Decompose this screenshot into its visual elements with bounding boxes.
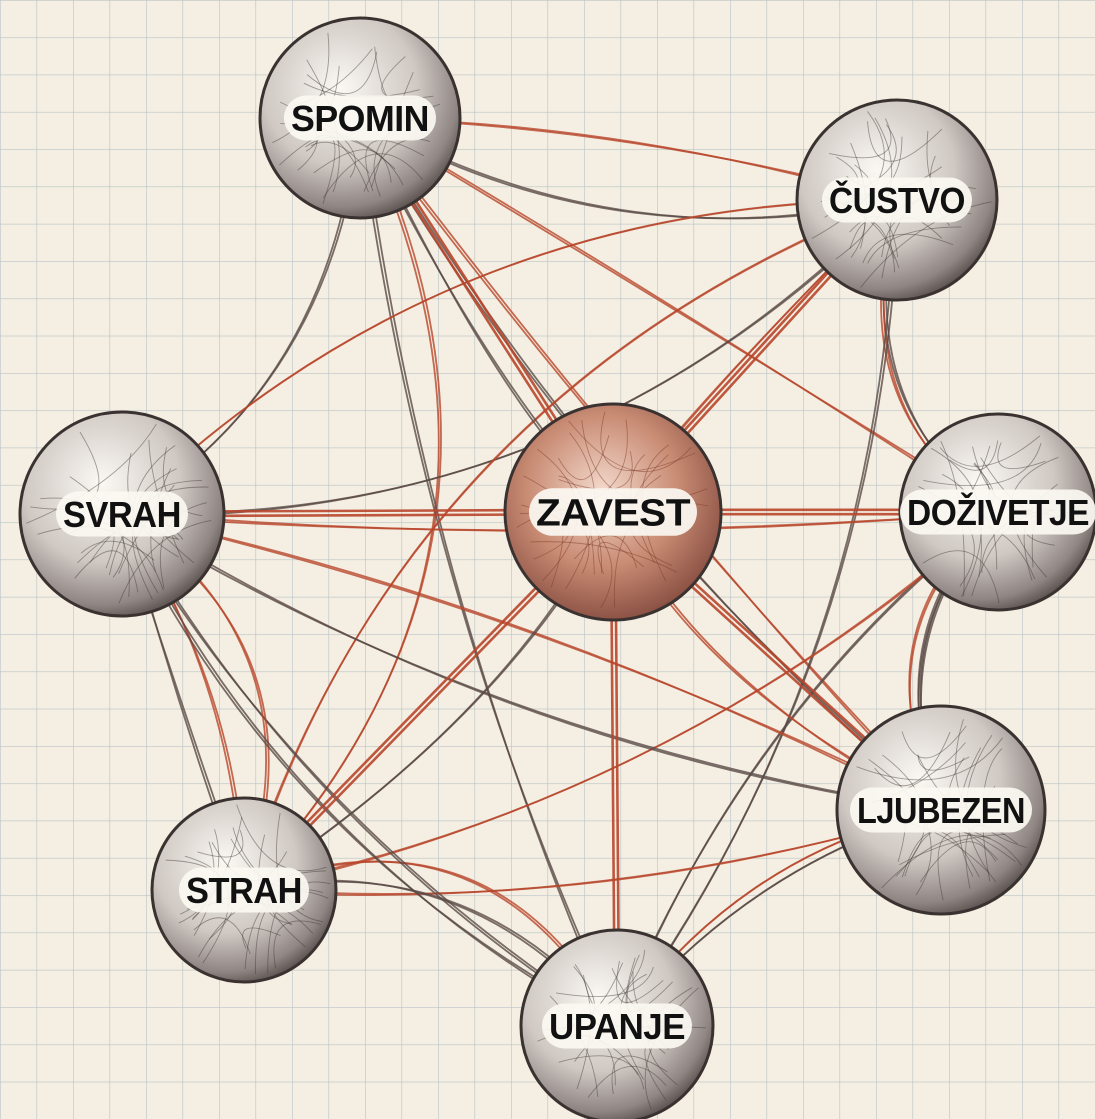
node-upanje[interactable]: UPANJE	[519, 928, 715, 1119]
node-label-background	[56, 491, 188, 537]
node-doziv[interactable]: DOŽIVETJE	[898, 412, 1095, 612]
link-ljub-svrah	[122, 511, 941, 811]
node-ljub[interactable]: LJUBEZEN	[835, 704, 1047, 916]
node-spomin[interactable]: SPOMIN	[258, 16, 462, 220]
node-label-center: ZAVEST	[536, 493, 690, 535]
node-svrah[interactable]: SVRAH	[18, 410, 226, 618]
link-custvo-svrah	[119, 199, 900, 517]
link-spomin-doziv	[357, 117, 1001, 512]
node-strah[interactable]: STRAH	[150, 796, 338, 984]
node-label-svrah: SVRAH	[63, 494, 181, 535]
link-spomin-upanje	[360, 117, 617, 1029]
node-label-background	[284, 95, 436, 141]
link-custvo-upanje	[614, 199, 900, 1029]
link-ljub-svrah	[119, 514, 944, 811]
node-label-background	[529, 488, 697, 536]
node-label-upanje: UPANJE	[549, 1006, 685, 1047]
link-spomin-doziv	[360, 117, 998, 515]
node-center[interactable]: ZAVEST	[503, 402, 723, 622]
node-label-ljub: LJUBEZEN	[857, 790, 1025, 831]
link-custvo-strah	[241, 199, 900, 893]
link-spomin-upanje	[357, 117, 620, 1026]
node-label-background	[850, 787, 1032, 833]
node-label-background	[900, 489, 1095, 535]
node-label-background	[822, 177, 972, 223]
node-label-strah: STRAH	[186, 870, 302, 911]
node-label-doziv: DOŽIVETJE	[907, 491, 1089, 533]
node-custvo[interactable]: ČUSTVO	[795, 98, 999, 302]
node-label-spomin: SPOMIN	[291, 98, 429, 139]
link-svrah-ljub	[122, 513, 941, 813]
concept-nodes: ZAVEST SPOMIN ČUSTVO DOŽIVETJE LJUBEZEN UPANJ…	[18, 16, 1095, 1119]
node-label-custvo: ČUSTVO	[829, 179, 965, 221]
node-label-background	[179, 867, 309, 913]
link-svrah-ljub	[119, 513, 944, 810]
node-label-background	[542, 1003, 692, 1049]
